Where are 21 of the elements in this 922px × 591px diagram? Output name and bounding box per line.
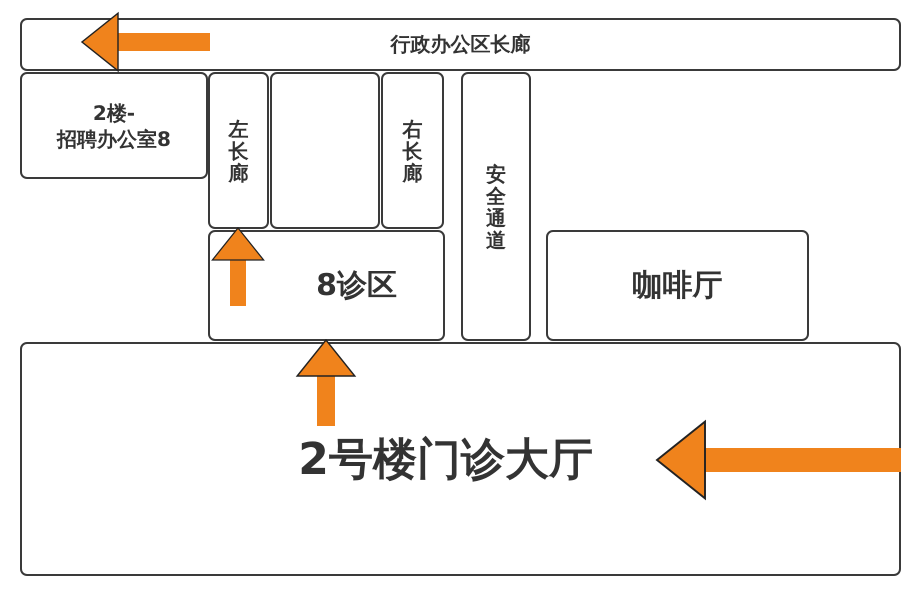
route-arrow xyxy=(656,420,901,500)
room-label: 8诊区 xyxy=(316,267,397,305)
empty-room-box xyxy=(270,72,380,229)
room-label: 行政办公区长廊 xyxy=(390,31,530,58)
room-label: 2楼-招聘办公室8 xyxy=(56,100,172,152)
route-arrow xyxy=(212,227,264,306)
room-box xyxy=(208,72,269,229)
room-label: 咖啡厅 xyxy=(632,267,722,305)
room-box xyxy=(381,72,444,229)
room-box xyxy=(461,72,531,341)
route-arrow xyxy=(81,12,210,72)
room-box xyxy=(208,230,445,341)
room-label: 2号楼门诊大厅 xyxy=(298,432,593,486)
room-box xyxy=(546,230,809,341)
room-label: 安全通道 xyxy=(486,162,506,250)
room-box xyxy=(20,72,208,179)
room-box xyxy=(20,18,901,71)
room-box xyxy=(20,342,901,576)
room-label: 右长廊 xyxy=(402,118,422,184)
route-arrow xyxy=(296,339,356,426)
room-label: 左长廊 xyxy=(228,118,248,184)
